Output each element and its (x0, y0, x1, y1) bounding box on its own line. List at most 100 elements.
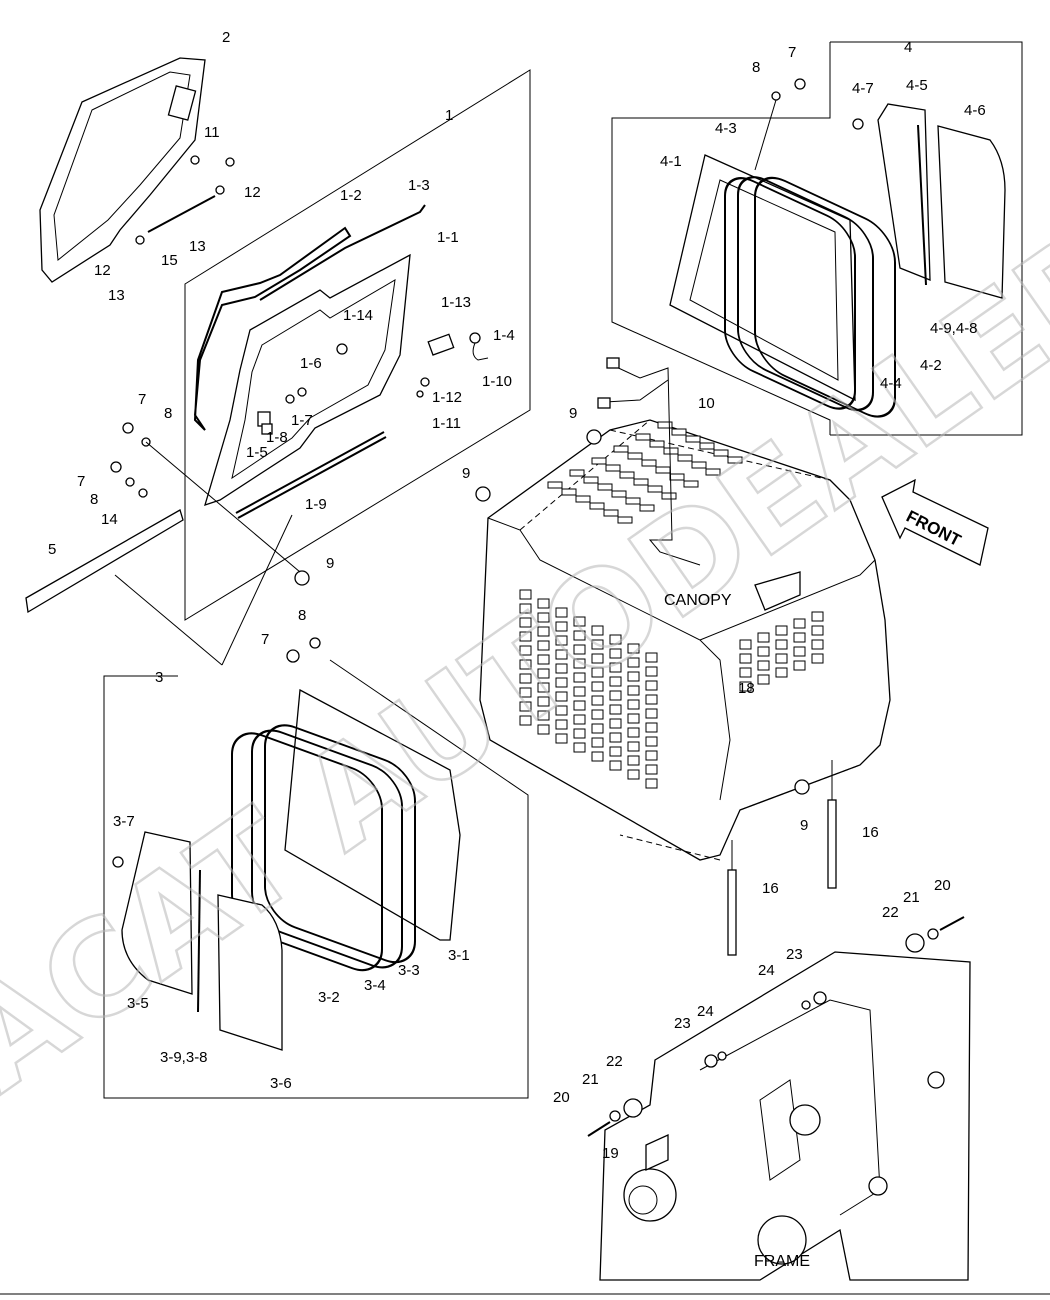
vent-slot (663, 447, 679, 455)
vent-slot (537, 724, 550, 735)
wiring-harness-10b (604, 379, 669, 403)
vent-slot (609, 690, 622, 701)
callout-l20a: 20 (553, 1089, 570, 1106)
callout-l3-1: 3-1 (448, 947, 470, 964)
callout-l3-98: 3-9,3-8 (160, 1049, 208, 1066)
vent-slot (739, 639, 752, 650)
vent-slot (609, 746, 622, 757)
callout-l13b: 13 (108, 287, 125, 304)
callout-l1-12: 1-12 (432, 389, 462, 406)
vent-slot (649, 440, 665, 448)
vent-slot (591, 737, 604, 748)
vent-slot (627, 699, 640, 710)
washer-8b (125, 477, 135, 487)
callout-l1-7: 1-7 (291, 412, 313, 429)
vent-slot (569, 469, 585, 477)
vent-slot (811, 639, 824, 650)
vent-slot (605, 464, 621, 472)
vent-slot (519, 659, 532, 670)
vent-slot (519, 715, 532, 726)
vent-slot (537, 640, 550, 651)
callout-l21a: 21 (582, 1071, 599, 1088)
nut-9c (475, 486, 491, 502)
door-glass-2 (53, 71, 191, 261)
nut-24b (801, 1000, 811, 1010)
nut-9d (794, 779, 810, 795)
vent-slot (645, 652, 658, 663)
vent-slot (519, 589, 532, 600)
vent-slot (645, 680, 658, 691)
callout-l22b: 22 (882, 904, 899, 921)
connector-10b (597, 397, 611, 409)
callout-l1-4: 1-4 (493, 327, 515, 344)
callout-l8a: 8 (164, 405, 172, 422)
vent-slot (555, 733, 568, 744)
front-grid (739, 611, 824, 692)
callout-l23b: 23 (786, 946, 803, 963)
vent-slot (591, 695, 604, 706)
washer-21a (609, 1110, 621, 1122)
seal-1-9 (235, 431, 385, 514)
vent-slot (537, 682, 550, 693)
vent-slot (573, 672, 586, 683)
vent-slot (609, 676, 622, 687)
vent-slot (677, 454, 693, 462)
vent-slot (613, 445, 629, 453)
vent-slot (555, 691, 568, 702)
vent-slot (619, 471, 635, 479)
vent-slot (609, 760, 622, 771)
vent-slot (591, 709, 604, 720)
vent-slot (627, 755, 640, 766)
leader-8c (754, 99, 777, 171)
vent-slot (775, 625, 788, 636)
vent-slot (575, 495, 591, 503)
frame-boss-inner (628, 1185, 658, 1215)
vent-slot (591, 723, 604, 734)
strip-4-9 (917, 124, 927, 286)
vent-slot (671, 428, 687, 436)
bolt-7c (794, 78, 806, 90)
callout-l4-98: 4-9,4-8 (930, 320, 978, 337)
vent-slot (739, 667, 752, 678)
callout-l15: 15 (161, 252, 178, 269)
pin-11b (225, 157, 235, 167)
callout-l3: 3 (155, 669, 163, 686)
glass-4-5 (877, 103, 931, 281)
vent-slot (573, 700, 586, 711)
switch-1-4 (469, 332, 481, 344)
vent-slot (645, 778, 658, 789)
vent-slot (561, 488, 577, 496)
callout-l7d: 7 (261, 631, 269, 648)
callout-l12b: 12 (94, 262, 111, 279)
vent-slot (555, 621, 568, 632)
vent-slot (811, 653, 824, 664)
weatherstrip-1-2 (193, 226, 352, 431)
clip-4-7 (852, 118, 864, 130)
vent-slot (627, 452, 643, 460)
callout-l16b: 16 (762, 880, 779, 897)
vent-slot (537, 598, 550, 609)
callout-l7b: 7 (77, 473, 85, 490)
vent-slot (555, 663, 568, 674)
vent-slot (645, 736, 658, 747)
group-3-box (103, 659, 529, 1099)
vent-slot (555, 705, 568, 716)
callout-canopy: CANOPY (664, 592, 732, 609)
vent-slot (537, 710, 550, 721)
callout-l1-6: 1-6 (300, 355, 322, 372)
vent-slot (657, 421, 673, 429)
door-frame-1-1 (204, 253, 411, 507)
hinge-1-5 (261, 423, 273, 435)
vent-slot (609, 648, 622, 659)
vent-slot (757, 632, 770, 643)
frame-inner-1 (699, 999, 881, 1216)
seal-4-3 (724, 177, 856, 410)
vent-slot (537, 654, 550, 665)
vent-slot (609, 662, 622, 673)
washer-8d (309, 637, 321, 649)
gas-spring-16a (827, 799, 837, 889)
vent-slot (537, 696, 550, 707)
callout-l9c: 9 (462, 465, 470, 482)
vent-slot (639, 504, 655, 512)
